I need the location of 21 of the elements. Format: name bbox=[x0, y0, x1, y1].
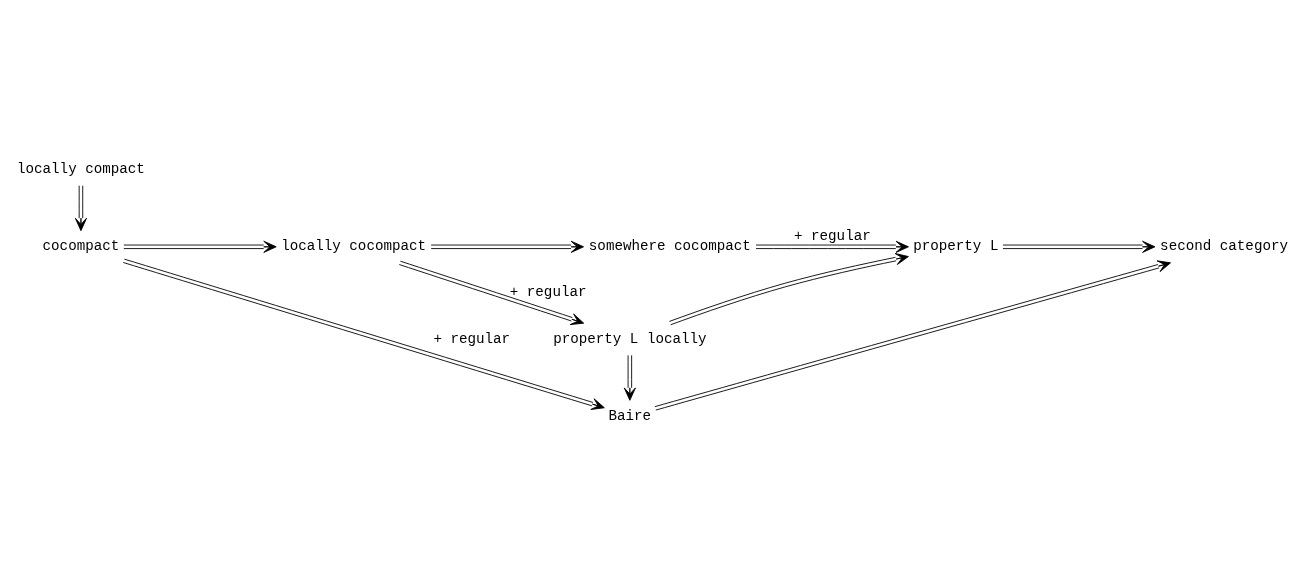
arrow bbox=[398, 260, 585, 326]
arrow bbox=[430, 240, 585, 253]
edge-label: + regular bbox=[509, 284, 587, 301]
node-text: Baire bbox=[608, 407, 652, 424]
node-text: property L bbox=[913, 238, 999, 255]
edge-label: + regular bbox=[433, 330, 511, 347]
arrow bbox=[74, 185, 87, 232]
arrow bbox=[623, 354, 636, 401]
arrow bbox=[1002, 240, 1156, 253]
node-text: property L locally bbox=[553, 330, 707, 347]
arrow bbox=[668, 253, 909, 326]
node-text: cocompact bbox=[42, 238, 120, 255]
node-text: locally cocompact bbox=[281, 238, 427, 255]
arrow bbox=[654, 260, 1171, 411]
arrow bbox=[755, 240, 909, 253]
node-text: locally compact bbox=[17, 160, 145, 177]
arrow bbox=[122, 258, 605, 410]
edge-label: + regular bbox=[794, 227, 871, 244]
node-text: second category bbox=[1160, 238, 1288, 255]
node-text: somewhere cocompact bbox=[588, 238, 751, 255]
arrow bbox=[123, 240, 277, 253]
